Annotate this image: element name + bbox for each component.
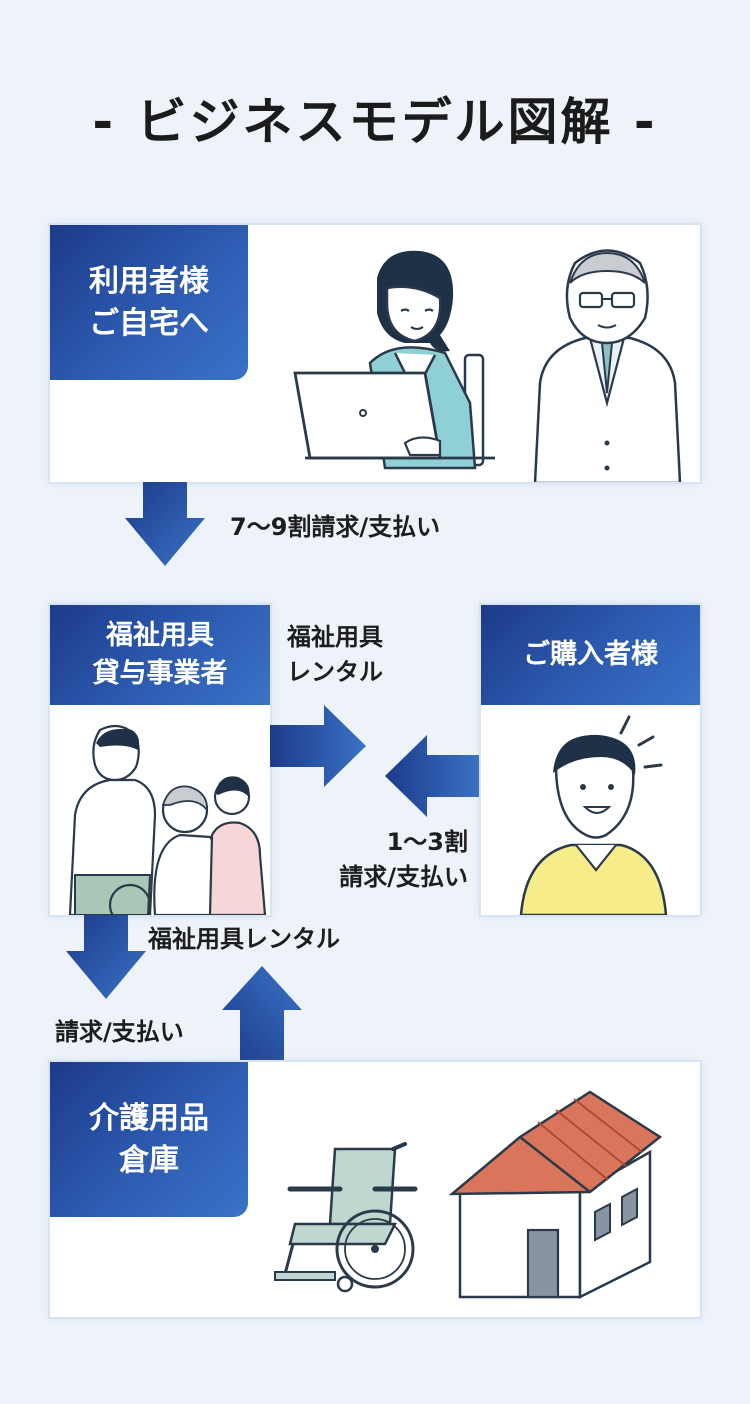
arrow-down-billing (66, 915, 146, 999)
arrow-down-payment (125, 482, 205, 566)
arrow-left-purchase (385, 735, 481, 817)
wheelchair-illustration (274, 1142, 418, 1293)
user-home-label: 利用者様 ご自宅へ (50, 225, 248, 380)
arrow-right-rental (270, 705, 366, 787)
caregivers-illustration (68, 724, 267, 915)
flow-provider-rental-line2: レンタル (287, 657, 383, 686)
doctor-illustration (533, 249, 682, 482)
user-home-line1: 利用者様 (89, 263, 209, 299)
purchaser-card: ご購入者様 (481, 605, 700, 915)
user-home-card: 利用者様 ご自宅へ (50, 225, 700, 482)
flow-provider-rental-label: 福祉用具 レンタル (287, 620, 383, 690)
flow-provider-rental-line1: 福祉用具 (287, 623, 383, 651)
flow-purchaser-pay-label: 1〜3割 請求/支払い (300, 825, 468, 895)
warehouse-label: 介護用品 倉庫 (50, 1062, 248, 1217)
flow-user-to-provider-label: 7〜9割請求/支払い (230, 513, 441, 541)
flow-purchaser-pay-line2: 請求/支払い (339, 862, 468, 891)
happy-man-illustration (519, 715, 668, 915)
warehouse-line2: 倉庫 (119, 1142, 179, 1178)
warehouse-line1: 介護用品 (89, 1100, 209, 1136)
page-title: - ビジネスモデル図解 - (92, 93, 658, 151)
purchaser-line1: ご購入者様 (523, 639, 658, 671)
house-illustration (448, 1090, 663, 1300)
woman-at-laptop-illustration (293, 250, 495, 470)
user-home-line2: ご自宅へ (89, 305, 209, 341)
warehouse-card: 介護用品 倉庫 (50, 1062, 700, 1317)
flow-provider-to-warehouse-label: 請求/支払い (55, 1018, 184, 1046)
rental-provider-card: 福祉用具 貸与事業者 (50, 605, 270, 915)
flow-purchaser-pay-line1: 1〜3割 (386, 828, 468, 856)
rental-provider-line1: 福祉用具 (106, 620, 214, 652)
rental-provider-label: 福祉用具 貸与事業者 (50, 605, 270, 705)
arrow-up-rental (222, 966, 302, 1062)
flow-warehouse-rental-label: 福祉用具レンタル (148, 925, 340, 953)
rental-provider-line2: 貸与事業者 (92, 658, 228, 689)
purchaser-label: ご購入者様 (481, 605, 700, 705)
